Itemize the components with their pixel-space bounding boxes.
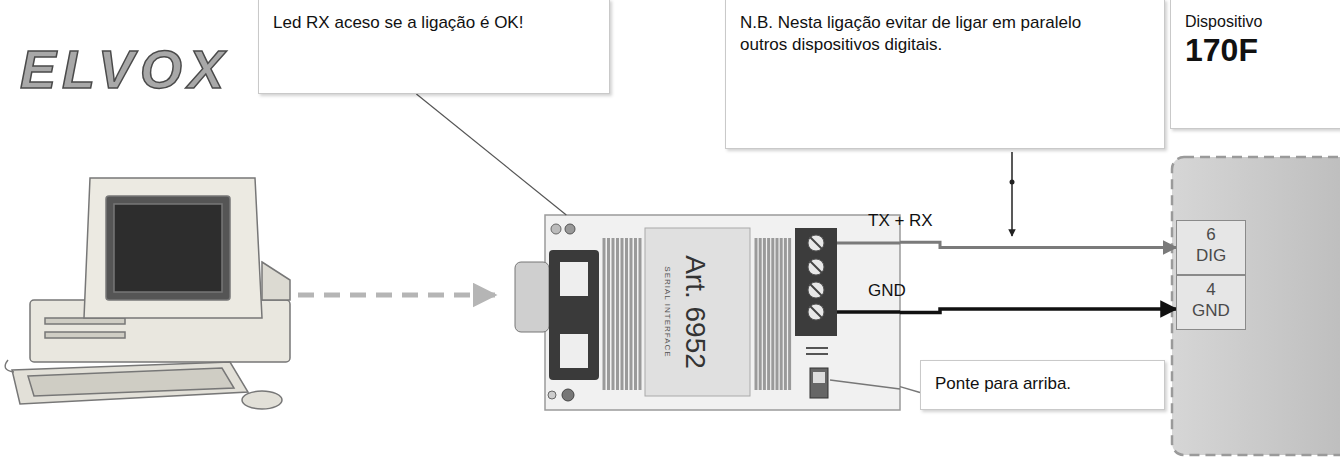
device-housing: [1172, 157, 1340, 455]
note-box-text: N.B. Nesta ligação evitar de ligar em pa…: [740, 12, 1112, 56]
serial-link: [298, 293, 495, 298]
fin: [625, 238, 628, 390]
callout-box: Led RX aceso se a ligação é OK!: [258, 0, 610, 94]
fin: [612, 238, 615, 390]
pin-box-text: 4: [1179, 279, 1243, 300]
note-box: N.B. Nesta ligação evitar de ligar em pa…: [725, 0, 1165, 149]
wire-label: TX + RX: [868, 211, 933, 231]
serial-interface-text: Art. 6952: [679, 255, 711, 369]
fin: [639, 238, 642, 390]
fin: [788, 238, 791, 390]
wire: [900, 309, 1176, 312]
pin-box: 6DIG: [1176, 220, 1246, 275]
fin: [767, 238, 770, 390]
fin: [616, 238, 619, 390]
pin-box-text: DIG: [1179, 245, 1243, 266]
pin-box-text: GND: [1179, 300, 1243, 321]
leader-line: [416, 94, 566, 215]
brand-logo: ELVOX: [20, 38, 230, 100]
device-title-box: Dispositivo170F: [1170, 0, 1340, 129]
serial-interface: Art. 6952 SERIAL INTERFACE: [545, 215, 900, 410]
fin: [759, 238, 762, 390]
fin: [603, 238, 606, 390]
callout-box-text: Led RX aceso se a ligação é OK!: [273, 12, 595, 34]
leader-line: [900, 387, 920, 393]
fin: [621, 238, 624, 390]
interface-illustration: [515, 215, 900, 410]
callout-box: Ponte para arriba.: [920, 360, 1165, 410]
fin: [784, 238, 787, 390]
fin: [607, 238, 610, 390]
fin: [776, 238, 779, 390]
fin: [780, 238, 783, 390]
fin: [634, 238, 637, 390]
fin: [771, 238, 774, 390]
fin: [630, 238, 633, 390]
fin: [763, 238, 766, 390]
device-title-box-text: 170F: [1185, 33, 1327, 68]
pin-box: 4GND: [1176, 275, 1246, 330]
serial-interface-text: SERIAL INTERFACE: [663, 266, 672, 357]
note-leader: [1011, 152, 1013, 236]
device-title-box-text: Dispositivo: [1185, 12, 1327, 33]
wire-label: GND: [868, 281, 906, 301]
wire: [900, 242, 1176, 247]
callout-box-text: Ponte para arriba.: [935, 373, 1150, 395]
computer-illustration: [5, 178, 290, 409]
leader-dot: [1010, 180, 1015, 185]
fin: [755, 238, 758, 390]
pin-box-text: 6: [1179, 224, 1243, 245]
